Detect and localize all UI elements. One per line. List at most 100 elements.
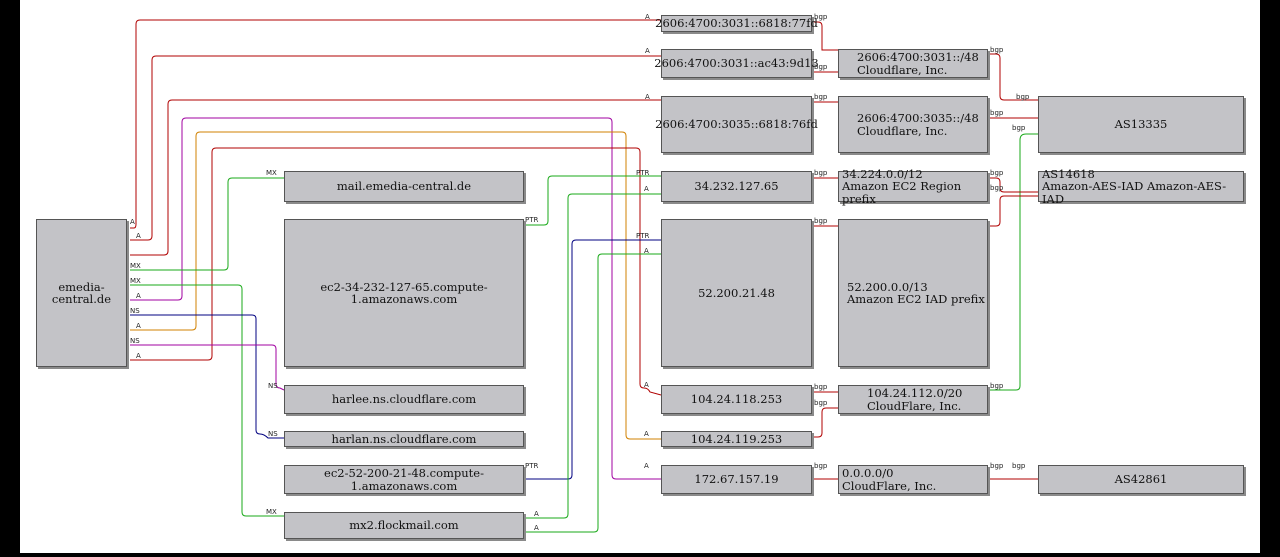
edge-label-a: A <box>130 218 135 226</box>
edge-ns-harlan <box>130 314 284 439</box>
edge-bgp-pfx3-as2 <box>988 177 1038 193</box>
edge-label-ptr: PTR <box>525 462 538 470</box>
edge-mx-mx2 <box>130 284 284 517</box>
edge-label-bgp: bgp <box>1012 462 1026 470</box>
prefix-owner: Cloudflare, Inc. <box>857 123 948 138</box>
edge-label-a: A <box>644 462 649 470</box>
edge-label-bgp: bgp <box>814 13 828 21</box>
edge-label-a: A <box>644 381 649 389</box>
edge-label-bgp: bgp <box>990 184 1004 192</box>
edge-label-bgp: bgp <box>1016 93 1030 101</box>
node-ip4-104-24-119[interactable]: 104.24.119.253 <box>661 431 812 447</box>
edge-a-ip4c <box>130 147 662 396</box>
edge-bgp-ip4d-pfx5 <box>812 407 838 438</box>
edge-label-bgp: bgp <box>990 46 1004 54</box>
edge-label-a: A <box>136 352 141 360</box>
edge-mx-mail <box>130 177 284 271</box>
edge-label-bgp: bgp <box>814 93 828 101</box>
prefix-cidr: 2606:4700:3031::/48 <box>857 50 979 65</box>
edge-label-ns: NS <box>130 337 140 345</box>
edge-label-a: A <box>644 185 649 193</box>
node-as13335[interactable]: AS13335 <box>1038 96 1244 153</box>
edge-a-mx2-ip4b <box>524 253 661 533</box>
node-ip4-172-67[interactable]: 172.67.157.19 <box>661 465 812 494</box>
node-mail-emedia[interactable]: mail.emedia-central.de <box>284 171 524 202</box>
edge-label-mx: MX <box>266 508 277 516</box>
edge-label-bgp: bgp <box>814 462 828 470</box>
node-ip4-104-24-118[interactable]: 104.24.118.253 <box>661 385 812 414</box>
as-name: Amazon-AES-IAD Amazon-AES-IAD <box>1042 179 1227 206</box>
prefix-cidr: 0.0.0.0/0 <box>842 466 894 481</box>
edge-label-a: A <box>644 247 649 255</box>
edge-a-ip4d <box>130 131 661 440</box>
edge-label-a: A <box>645 47 650 55</box>
edge-label-a: A <box>645 13 650 21</box>
edge-label-bgp: bgp <box>990 169 1004 177</box>
prefix-cidr: 104.24.112.0/20 <box>867 386 963 401</box>
node-as42861[interactable]: AS42861 <box>1038 465 1244 494</box>
edge-label-ptr: PTR <box>636 232 649 240</box>
edge-a-mx2-ip4a <box>524 193 661 519</box>
edge-label-bgp: bgp <box>990 109 1004 117</box>
edge-a-ip6c <box>130 99 661 256</box>
prefix-owner: Cloudflare, Inc. <box>857 62 948 77</box>
edge-ns-harlee <box>130 344 285 391</box>
prefix-cidr: 2606:4700:3035::/48 <box>857 111 979 126</box>
edge-label-ns: NS <box>268 430 278 438</box>
node-mx2-flockmail[interactable]: mx2.flockmail.com <box>284 512 524 539</box>
edge-label-mx: MX <box>266 169 277 177</box>
prefix-owner: CloudFlare, Inc. <box>842 478 937 493</box>
edge-ptr-ec2b <box>524 239 661 480</box>
edge-label-bgp: bgp <box>990 462 1004 470</box>
edge-label-a: A <box>645 93 650 101</box>
edge-label-bgp: bgp <box>990 382 1004 390</box>
edge-a-ip4e <box>130 117 661 480</box>
prefix-owner: CloudFlare, Inc. <box>867 398 962 413</box>
node-ec2-34-232[interactable]: ec2-34-232-127-65.compute-1.amazonaws.co… <box>284 219 524 367</box>
edge-bgp-pfx4-as2 <box>988 195 1038 227</box>
node-ip4-52-200[interactable]: 52.200.21.48 <box>661 219 812 367</box>
edge-label-bgp: bgp <box>1012 124 1026 132</box>
edge-label-bgp: bgp <box>814 217 828 225</box>
edge-a-ip6b <box>130 55 661 241</box>
prefix-cidr: 52.200.0.0/13 <box>847 279 928 294</box>
prefix-owner: Amazon EC2 IAD prefix <box>847 292 985 306</box>
node-ip6-9d13[interactable]: 2606:4700:3031::ac43:9d13 <box>654 49 819 78</box>
prefix-owner: Amazon EC2 Region prefix <box>842 179 962 206</box>
edge-label-mx: MX <box>130 262 141 270</box>
edge-label-ptr: PTR <box>525 216 538 224</box>
edge-bgp-pfx1-as1 <box>988 53 1038 101</box>
edge-label-ns: NS <box>268 382 278 390</box>
prefix-cidr: 34.224.0.0/12 <box>842 167 923 182</box>
node-ip4-34-232[interactable]: 34.232.127.65 <box>661 171 812 202</box>
node-harlan-ns[interactable]: harlan.ns.cloudflare.com <box>284 431 524 447</box>
edge-label-a: A <box>136 322 141 330</box>
edge-a-ip6a <box>130 19 661 229</box>
node-emedia-central[interactable]: emedia-central.de <box>36 219 127 367</box>
edge-label-a: A <box>534 524 539 532</box>
as-number: AS14618 <box>1042 167 1095 182</box>
edge-label-bgp: bgp <box>814 169 828 177</box>
node-ip6-77fd[interactable]: 2606:4700:3031::6818:77fd <box>655 15 818 32</box>
node-harlee-ns[interactable]: harlee.ns.cloudflare.com <box>284 385 524 414</box>
edge-ptr-ec2a <box>524 175 661 226</box>
edge-label-bgp: bgp <box>814 383 828 391</box>
node-ip6-76fd[interactable]: 2606:4700:3035::6818:76fd <box>655 96 818 153</box>
node-ec2-52-200[interactable]: ec2-52-200-21-48.compute-1.amazonaws.com <box>284 465 524 494</box>
edge-label-ptr: PTR <box>636 169 649 177</box>
edge-label-a: A <box>136 292 141 300</box>
edge-label-ns: NS <box>130 307 140 315</box>
edge-label-a: A <box>644 430 649 438</box>
edge-bgp-pfx5-as1 <box>988 133 1038 391</box>
edge-label-bgp: bgp <box>814 399 828 407</box>
edge-label-a: A <box>136 232 141 240</box>
